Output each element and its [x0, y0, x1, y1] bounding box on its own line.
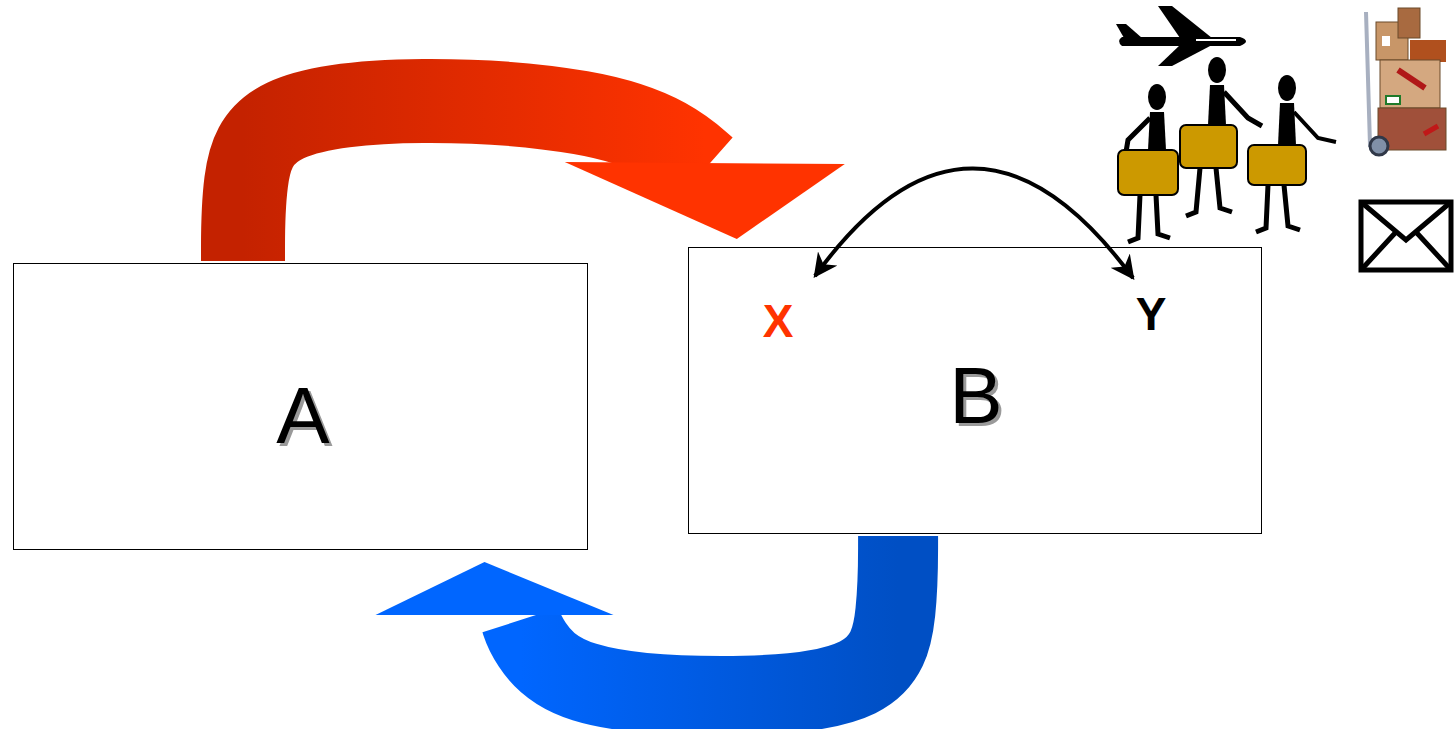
double-arrow	[815, 168, 1133, 278]
process-box: A	[13, 263, 588, 550]
inner-letter: X	[763, 298, 794, 344]
traveller	[1180, 57, 1262, 216]
arrow-head	[565, 162, 845, 239]
process-box: X Y B	[688, 247, 1262, 534]
traveller	[1118, 84, 1178, 242]
box-label: A	[276, 376, 329, 456]
airplane-icon	[1116, 6, 1246, 66]
box-label: B	[949, 356, 1002, 436]
traveller-figures	[1118, 57, 1336, 242]
curved-arrow	[243, 101, 845, 261]
arrow-head	[376, 562, 614, 615]
arrow-shaft	[521, 536, 899, 696]
luggage-cart	[1366, 8, 1446, 155]
envelope-icon	[1361, 202, 1451, 270]
inner-letter: Y	[1136, 291, 1167, 337]
curved-arrow	[376, 536, 899, 696]
traveller	[1248, 75, 1336, 232]
